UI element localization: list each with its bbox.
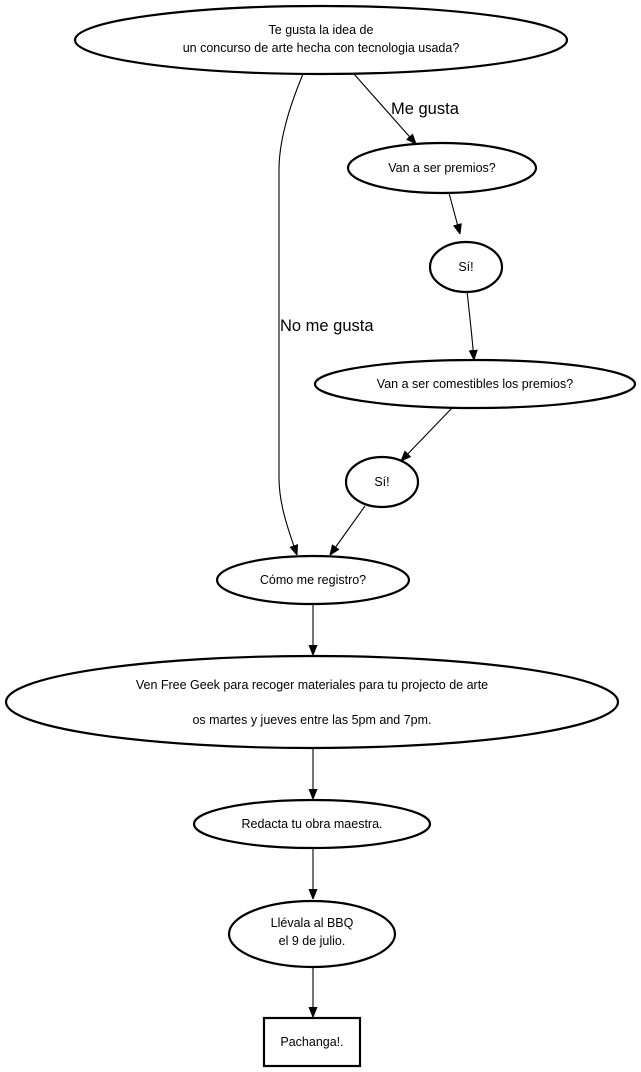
node-yes-2-text: Sí! bbox=[374, 475, 389, 489]
node-prizes-question: Van a ser premios? bbox=[346, 141, 538, 195]
node-register-question-text: Cómo me registro? bbox=[260, 573, 366, 587]
node-start: Te gusta la idea de un concurso de arte … bbox=[73, 4, 569, 76]
edge-label-dislike: No me gusta bbox=[280, 317, 374, 335]
node-come-info: Ven Free Geek para recoger materiales pa… bbox=[4, 654, 620, 750]
node-draft: Redacta tu obra maestra. bbox=[192, 798, 432, 850]
edge-yes-register bbox=[330, 505, 366, 555]
node-come-info-line-2: os martes y jueves entre las 5pm and 7pm… bbox=[192, 713, 431, 727]
edge-prizes-yes bbox=[448, 192, 460, 234]
node-start-line-1: Te gusta la idea de bbox=[269, 23, 374, 37]
node-bring-line-2: el 9 de julio. bbox=[279, 934, 346, 948]
edge-label-like: Me gusta bbox=[391, 100, 460, 118]
node-party: Pachanga!. bbox=[262, 1016, 362, 1068]
node-yes-1-text: Sí! bbox=[458, 260, 473, 274]
edge-dislike bbox=[278, 73, 304, 555]
edge-like bbox=[353, 73, 416, 144]
node-yes-2: Sí! bbox=[344, 455, 420, 509]
node-party-text: Pachanga!. bbox=[280, 1035, 343, 1049]
node-draft-text: Redacta tu obra maestra. bbox=[241, 817, 382, 831]
node-prizes-question-text: Van a ser premios? bbox=[388, 161, 496, 175]
node-register-question: Cómo me registro? bbox=[215, 554, 411, 606]
node-yes-1: Sí! bbox=[428, 240, 504, 294]
edge-edible-yes bbox=[401, 407, 453, 461]
node-start-line-2: un concurso de arte hecha con tecnologia… bbox=[183, 41, 460, 55]
node-edible-question-text: Van a ser comestibles los premios? bbox=[377, 377, 573, 391]
edges bbox=[278, 73, 474, 1017]
node-bring: Llévala al BBQ el 9 de julio. bbox=[227, 899, 397, 969]
node-come-info-line-1: Ven Free Geek para recoger materiales pa… bbox=[136, 678, 488, 692]
node-edible-question: Van a ser comestibles los premios? bbox=[313, 358, 637, 410]
edge-yes-edible bbox=[466, 290, 474, 360]
node-bring-line-1: Llévala al BBQ bbox=[271, 916, 354, 930]
